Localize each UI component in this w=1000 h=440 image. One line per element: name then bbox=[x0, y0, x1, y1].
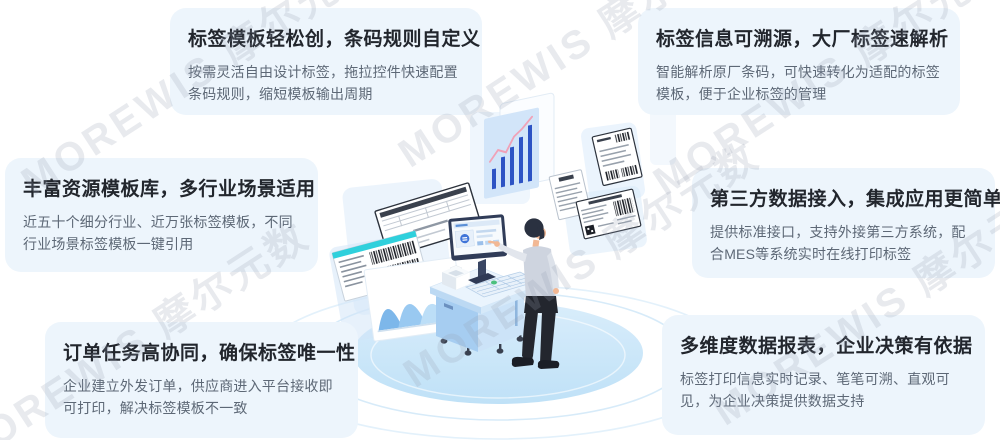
barcode bbox=[612, 197, 635, 217]
label-card-square bbox=[591, 127, 643, 187]
barcode bbox=[620, 164, 639, 178]
indicator-light bbox=[491, 280, 497, 285]
monitor bbox=[448, 214, 508, 284]
operator-person bbox=[487, 218, 560, 369]
feature-card-label-trace: 标签信息可溯源，大厂标签速解析 智能解析原厂条码，可快速转化为适配的标签模板，便… bbox=[638, 8, 960, 115]
feature-desc: 提供标准接口，支持外接第三方系统，配合MES等系统实时在线打印标签 bbox=[710, 223, 966, 263]
app-icon bbox=[460, 234, 470, 244]
feature-desc: 标签打印信息实时记录、笔笔可溯、直观可见，为企业决策提供数据支持 bbox=[680, 370, 950, 410]
feature-title: 标签模板轻松创，条码规则自定义 bbox=[188, 29, 481, 50]
feature-title: 丰富资源模板库，多行业场景适用 bbox=[23, 179, 316, 200]
label-card-qr-barcode bbox=[575, 188, 642, 240]
barcode bbox=[614, 131, 631, 143]
barcode bbox=[604, 169, 620, 181]
feature-card-data-report: 多维度数据报表，企业决策有依据 标签打印信息实时记录、笔笔可溯、直观可见，为企业… bbox=[662, 315, 985, 435]
bar-chart-bars bbox=[492, 124, 532, 190]
feature-title: 订单任务高协同，确保标签唯一性 bbox=[63, 343, 356, 364]
label-printing-illustration bbox=[259, 92, 737, 440]
feature-title: 第三方数据接入，集成应用更简单 bbox=[710, 189, 1000, 210]
feature-card-template-library: 丰富资源模板库，多行业场景适用 近五十个细分行业、近万张标签模板，不同行业场景标… bbox=[5, 158, 318, 272]
trend-line bbox=[489, 115, 533, 163]
feature-card-third-party-data: 第三方数据接入，集成应用更简单 提供标准接口，支持外接第三方系统，配合MES等系… bbox=[692, 168, 1000, 278]
report-chart-card bbox=[484, 92, 555, 199]
feature-desc: 近五十个细分行业、近万张标签模板，不同行业场景标签模板一键引用 bbox=[23, 213, 293, 253]
barcode bbox=[369, 240, 417, 265]
feature-title: 标签信息可溯源，大厂标签速解析 bbox=[656, 29, 949, 50]
feature-card-order-collaboration: 订单任务高协同，确保标签唯一性 企业建立外发订单，供应商进入平台接收即可打印，解… bbox=[45, 322, 358, 438]
qr-code bbox=[584, 224, 596, 236]
feature-title: 多维度数据报表，企业决策有依据 bbox=[680, 336, 973, 357]
feature-desc: 企业建立外发订单，供应商进入平台接收即可打印，解决标签模板不一致 bbox=[63, 377, 333, 417]
feature-card-template-create: 标签模板轻松创，条码规则自定义 按需灵活自由设计标签，拖拉控件快速配置条码规则，… bbox=[170, 8, 482, 115]
feature-desc: 智能解析原厂条码，可快速转化为适配的标签模板，便于企业标签的管理 bbox=[656, 63, 940, 103]
feature-desc: 按需灵活自由设计标签，拖拉控件快速配置条码规则，缩短模板输出周期 bbox=[188, 63, 458, 103]
printer bbox=[442, 265, 471, 291]
